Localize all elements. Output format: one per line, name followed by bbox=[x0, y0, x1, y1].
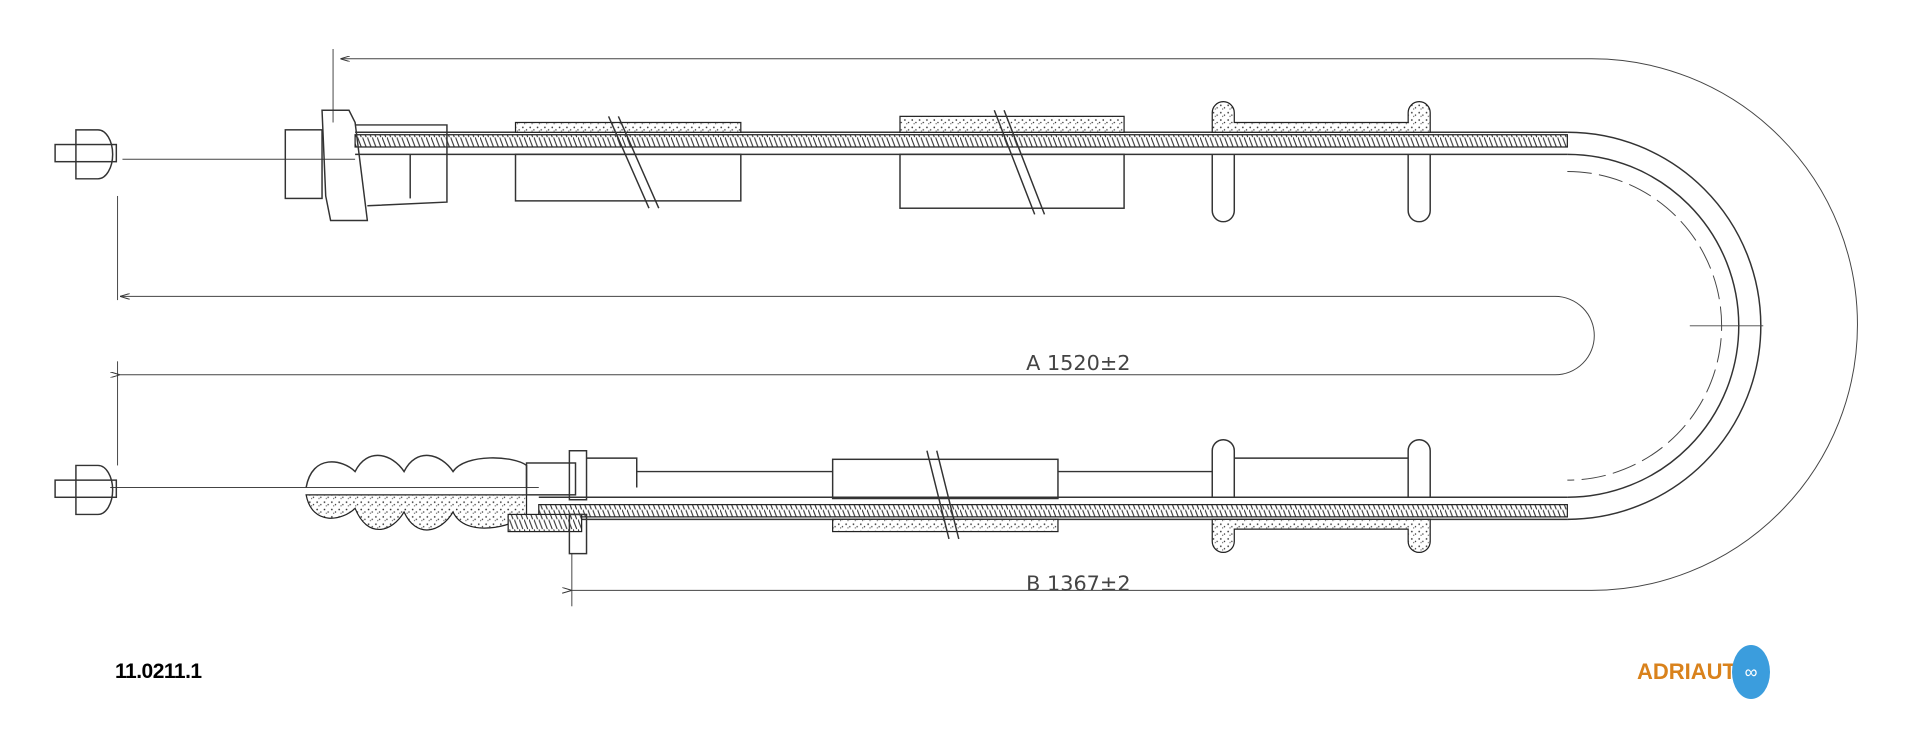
bottom-sleeve bbox=[831, 458, 1059, 500]
dimension-b-label: B 1367±2 bbox=[1026, 571, 1130, 595]
logo-circle-icon: ∞ bbox=[1732, 645, 1770, 699]
dimension-a-label: A 1520±2 bbox=[1026, 351, 1130, 375]
dimension-a-line bbox=[118, 195, 1595, 466]
logo-text: ADRIAUT bbox=[1637, 659, 1736, 684]
brand-logo: ADRIAUT ∞ bbox=[1637, 645, 1770, 699]
bottom-grommets bbox=[1211, 439, 1431, 553]
top-sleeve-1-pad bbox=[514, 121, 742, 133]
top-grommets bbox=[1211, 101, 1431, 223]
top-sleeve-2 bbox=[899, 153, 1125, 209]
cable-sheath bbox=[110, 131, 1764, 521]
top-sleeve-1 bbox=[514, 153, 742, 202]
bottom-end-fitting bbox=[54, 450, 638, 555]
top-end-fitting bbox=[54, 109, 448, 222]
part-number: 11.0211.1 bbox=[115, 660, 202, 683]
